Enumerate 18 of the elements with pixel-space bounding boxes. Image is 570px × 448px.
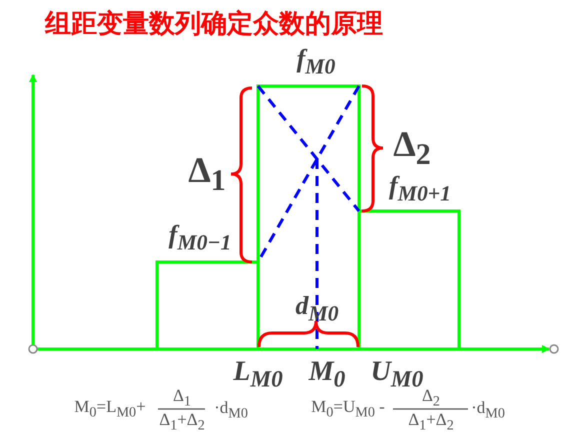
axis-label: M$_{0}$ [308,358,346,392]
fraction-numerator: Δ$_{2}$ [422,387,440,409]
axis-label: U$_{M0}$ [370,358,424,392]
frequency-label: f$_{M0}$ [296,46,336,78]
formula-text: M$_{0}$=L$_{M0}$+ [74,398,146,420]
frequency-label: f$_{M0+1}$ [389,173,451,205]
formula-text: ·d$_{M0}$ [471,399,505,421]
title: 组距变量数列确定众数的原理 [45,10,383,39]
frequency-label: f$_{M0−1}$ [168,222,232,254]
difference-label: Δ$_{2}$ [393,126,431,170]
difference-label: Δ$_{1}$ [188,152,226,196]
fraction-denominator: Δ$_{1}$+Δ$_{2}$ [408,411,454,433]
formula-text: M$_{0}$=U$_{M0}$ - [311,398,385,420]
fraction-denominator: Δ$_{1}$+Δ$_{2}$ [159,411,205,433]
axis-label: L$_{M0}$ [233,358,283,392]
formula-text: ·d$_{M0}$ [214,399,248,421]
interval-label: d$_{M0}$ [295,293,339,325]
fraction-numerator: Δ$_{1}$ [173,387,191,409]
